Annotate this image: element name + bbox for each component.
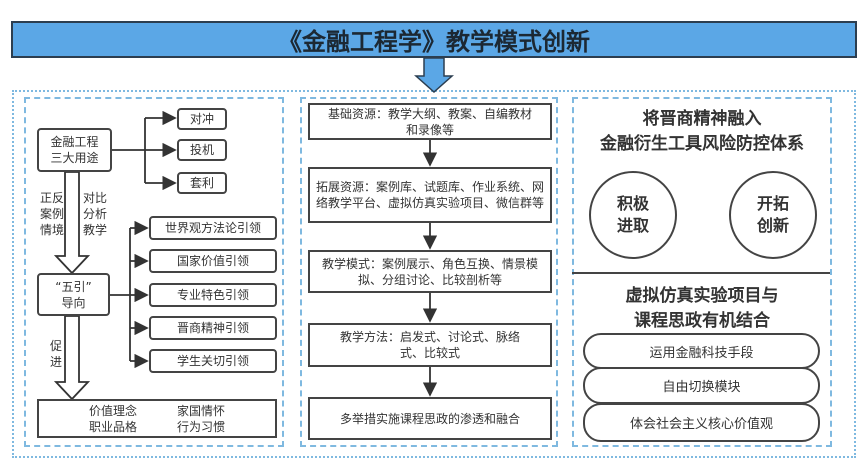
guide-item: 学生关切引领 — [149, 349, 277, 373]
value-circle: 积极 进取 — [589, 171, 677, 259]
outcome: 价值理念 — [88, 403, 137, 418]
pill-item: 运用金融科技手段 — [583, 333, 820, 369]
pill-item: 自由切换模块 — [583, 367, 820, 404]
hollow-arrow-icon — [53, 315, 91, 401]
use-item: 对冲 — [177, 108, 227, 130]
page-title: 《金融工程学》教学模式创新 — [11, 21, 857, 58]
guide-item: 专业特色引领 — [149, 283, 277, 307]
use-item: 投机 — [177, 139, 227, 161]
down-arrow-icon — [414, 57, 454, 94]
step-box: 教学模式：案例展示、角色互换、情景模拟、分组讨论、比较剖析等 — [308, 250, 552, 293]
left-panel — [24, 97, 284, 447]
hollow-arrow-icon — [53, 171, 91, 275]
outcome: 职业品格 — [88, 419, 137, 434]
outcome: 行为习惯 — [177, 419, 226, 434]
step-box: 拓展资源：案例库、试题库、作业系统、网络教学平台、虚拟仿真实验项目、微信群等 — [308, 167, 552, 223]
value-circle: 开拓 创新 — [729, 171, 817, 259]
step-box: 基础资源：教学大纲、教案、自编教材和录像等 — [308, 103, 552, 140]
guide-box: “五引” 导向 — [37, 273, 110, 316]
arrow-label: 对比分析教学 — [83, 191, 108, 237]
section-heading: 虚拟仿真实验项目与 课程思政有机结合 — [625, 286, 779, 331]
use-item: 套利 — [177, 172, 227, 194]
guide-item: 国家价值引领 — [149, 249, 277, 273]
uses-box: 金融工程 三大用途 — [37, 128, 112, 172]
outcome: 家国情怀 — [177, 403, 226, 418]
arrow-label: 促进 — [49, 339, 62, 369]
guide-item: 世界观方法论引领 — [149, 216, 277, 240]
guide-item: 晋商精神引领 — [149, 316, 277, 340]
step-box: 多举措实施课程思政的渗透和融合 — [308, 397, 552, 440]
arrow-label: 正反案例情境 — [40, 191, 65, 237]
middle-panel — [300, 97, 558, 447]
section-heading: 将晋商精神融入 金融衍生工具风险防控体系 — [600, 109, 804, 154]
pill-item: 体会社会主义核心价值观 — [583, 403, 820, 442]
outcomes-box: 价值理念 家国情怀 职业品格 行为习惯 — [37, 399, 277, 438]
step-box: 教学方法：启发式、讨论式、脉络式、比较式 — [308, 323, 552, 367]
